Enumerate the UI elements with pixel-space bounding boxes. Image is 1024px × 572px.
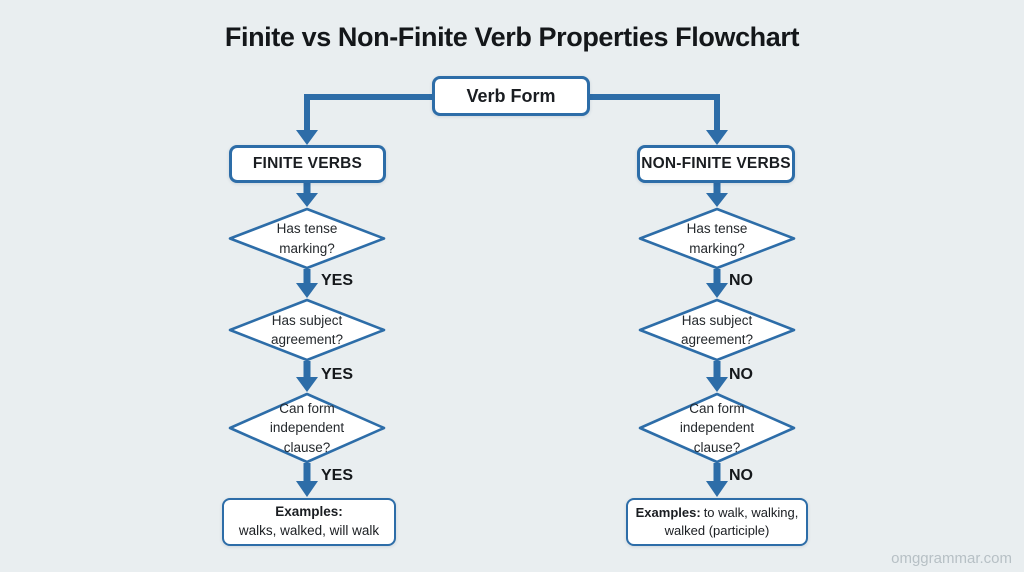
decision-text: Can form independent clause? — [679, 401, 755, 455]
left-arrow-1-head — [296, 193, 318, 207]
decision-text: Has subject agreement? — [680, 312, 754, 347]
flow-node-verb-form: Verb Form — [432, 76, 590, 116]
examples-content: Examples:to walk, walking, walked (parti… — [634, 504, 800, 540]
decision-text: Has subject agreement? — [270, 312, 344, 347]
right-arrow-3-head — [706, 377, 728, 392]
page-title: Finite vs Non-Finite Verb Properties Flo… — [224, 22, 800, 52]
diamond-shape — [228, 392, 386, 464]
decision-right-agreement: Has subject agreement? — [637, 298, 797, 362]
diamond-shape — [228, 298, 386, 362]
decision-text: Has tense marking? — [686, 221, 748, 256]
arrowhead-right-branch — [706, 130, 728, 145]
examples-label: Examples: — [275, 504, 343, 520]
examples-text: walks, walked, will walk — [238, 523, 380, 538]
examples-content: Examples: walks, walked, will walk — [239, 503, 379, 541]
decision-text: Can form independent clause? — [269, 401, 345, 455]
edge-label-yes-1: YES — [321, 272, 354, 289]
diamond-shape — [638, 298, 796, 362]
examples-text: to walk, walking, walked (participle) — [664, 504, 799, 538]
left-arrow-4-head — [296, 481, 318, 497]
edge-label-no-3: NO — [729, 467, 753, 484]
arrowhead-left-branch — [296, 130, 318, 145]
examples-label: Examples: — [635, 504, 701, 520]
flow-node-non-finite-verbs: NON-FINITE VERBS — [637, 145, 795, 183]
edge-label-yes-3: YES — [321, 467, 354, 484]
diamond-shape — [228, 207, 386, 270]
decision-left-clause: Can form independent clause? — [227, 392, 387, 464]
edge-label-no-1: NO — [729, 272, 753, 289]
watermark: omggrammar.com — [891, 550, 1012, 567]
diamond-shape — [638, 392, 796, 464]
decision-text: Has tense marking? — [276, 221, 338, 256]
left-arrow-2-head — [296, 283, 318, 298]
right-arrow-2-head — [706, 283, 728, 298]
right-arrow-1-head — [706, 193, 728, 207]
diamond-shape — [638, 207, 796, 270]
decision-left-tense: Has tense marking? — [227, 207, 387, 270]
right-arrow-4-head — [706, 481, 728, 497]
edge-label-yes-2: YES — [321, 366, 354, 383]
decision-left-agreement: Has subject agreement? — [227, 298, 387, 362]
flow-node-finite-verbs: FINITE VERBS — [229, 145, 386, 183]
decision-right-clause: Can form independent clause? — [637, 392, 797, 464]
edge-label-no-2: NO — [729, 366, 753, 383]
decision-right-tense: Has tense marking? — [637, 207, 797, 270]
examples-box-non-finite: Examples:to walk, walking, walked (parti… — [626, 498, 808, 546]
left-arrow-3-head — [296, 377, 318, 392]
examples-box-finite: Examples: walks, walked, will walk — [222, 498, 396, 546]
